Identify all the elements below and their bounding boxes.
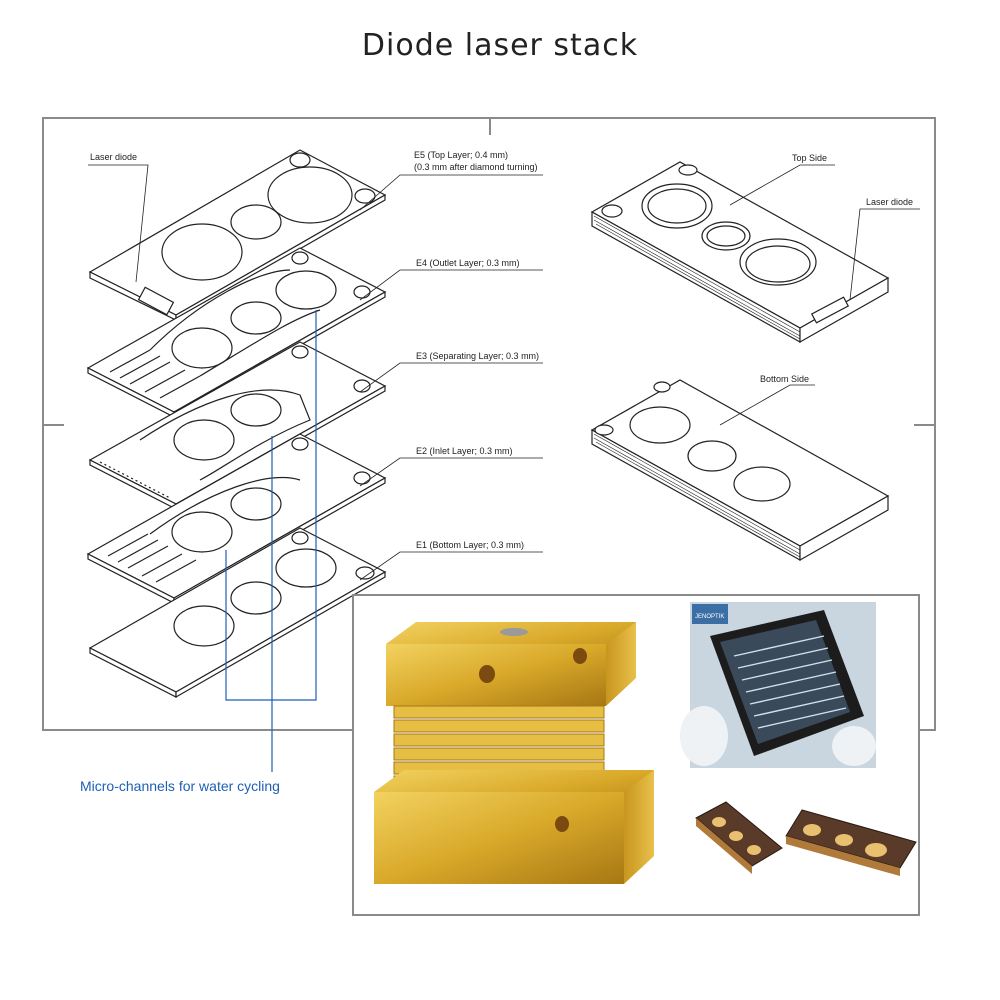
label-e2: E2 (Inlet Layer; 0.3 mm): [416, 446, 513, 456]
frame-tick-top: [489, 117, 491, 135]
label-e5-line2: (0.3 mm after diamond turning): [414, 162, 538, 172]
photo-illustrations: JENOPTIK: [374, 602, 917, 884]
chip-logo: JENOPTIK: [695, 614, 724, 620]
leader-line-bottom: [719, 384, 815, 426]
leader-lines-right-top: [729, 164, 920, 301]
label-bottom-side: Bottom Side: [760, 374, 809, 384]
label-e3: E3 (Separating Layer; 0.3 mm): [416, 351, 539, 361]
label-e1: E1 (Bottom Layer; 0.3 mm): [416, 540, 524, 550]
caption-micro-channels: Micro-channels for water cycling: [80, 778, 280, 794]
frame-tick-left: [42, 424, 64, 426]
diagram-title: Diode laser stack: [361, 28, 639, 63]
assembled-top-side: [590, 161, 890, 344]
assembled-bottom-side: [590, 379, 890, 562]
photo-panel: JENOPTIK: [352, 594, 920, 916]
layer-e1: [88, 527, 387, 699]
label-top-side: Top Side: [792, 153, 827, 163]
frame-tick-right: [914, 424, 936, 426]
chip-photo: JENOPTIK: [680, 602, 876, 768]
label-laser-diode-left: Laser diode: [90, 152, 137, 162]
leader-lines-left: [88, 164, 543, 581]
label-e5-line1: E5 (Top Layer; 0.4 mm): [414, 150, 508, 160]
label-e4: E4 (Outlet Layer; 0.3 mm): [416, 258, 520, 268]
gold-laser-stack-photo: [374, 622, 654, 884]
copper-plates-photo: [695, 801, 917, 876]
label-laser-diode-right: Laser diode: [866, 197, 913, 207]
micro-channel-lines: [225, 310, 317, 772]
